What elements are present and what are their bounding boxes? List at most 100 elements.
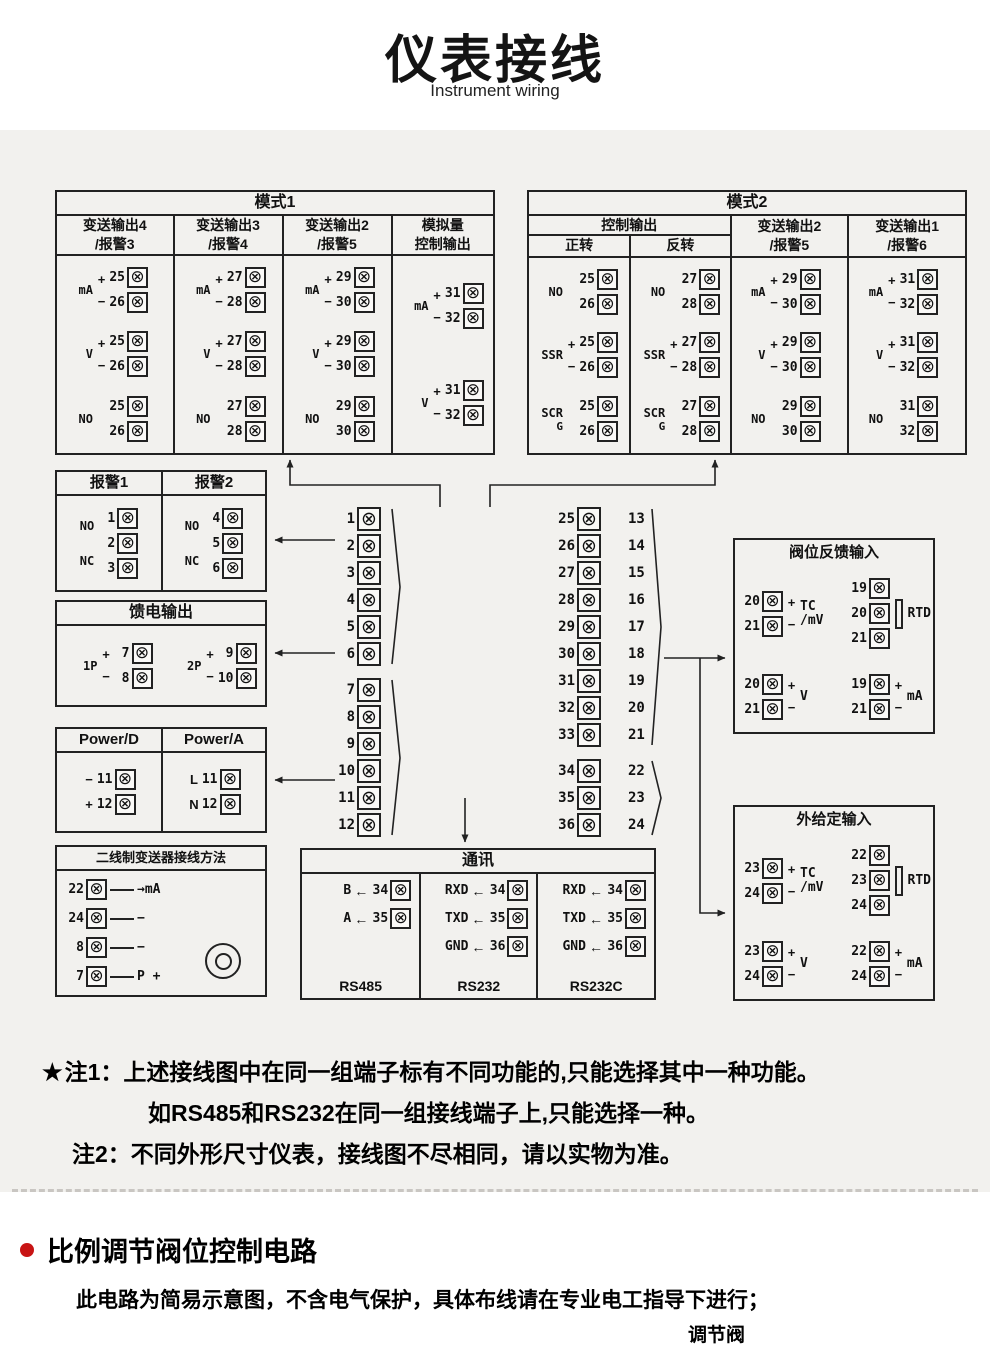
terminal-number: 29	[781, 335, 798, 351]
two-wire-title: 二线制变送器接线方法	[57, 847, 265, 871]
terminal-type-label: NO	[305, 411, 320, 426]
power-column-1: Power/D−+11⊗12⊗	[57, 729, 161, 831]
polarity-signs: +−	[431, 284, 444, 328]
terminal: 32⊗20	[557, 696, 646, 720]
terminal: 4⊗	[203, 507, 244, 529]
alarm-header: 报警2	[163, 472, 265, 496]
terminal: 27⊗15	[557, 561, 646, 585]
terminal: 25⊗	[108, 331, 148, 353]
polarity-signs: +−	[893, 675, 904, 719]
terminal: 20⊗	[850, 603, 890, 625]
polarity-sign	[213, 419, 226, 441]
wire-label: P +	[137, 969, 161, 984]
polarity-signs	[667, 397, 680, 441]
terminal: 25⊗13	[557, 507, 646, 531]
terminal-number: 24	[851, 968, 867, 984]
terminal-screw-icon: ⊗	[577, 561, 601, 585]
column-body: mA+−31⊗32⊗V+−31⊗32⊗	[393, 256, 493, 453]
terminal-type-label: NO	[78, 411, 93, 426]
terminal-type-label: V	[421, 395, 429, 410]
terminal: 24⊗	[67, 908, 107, 929]
polarity-sign: −	[206, 669, 214, 684]
signal-group-rtd: 19⊗20⊗21⊗RTD	[842, 566, 933, 662]
terminal-screw-icon: ⊗	[577, 534, 601, 558]
terminal-row: mA+−31⊗32⊗	[851, 268, 963, 315]
terminal-number: 28	[226, 295, 243, 311]
rtd-resistor-icon	[894, 865, 903, 896]
terminal-screw-icon: ⊗	[462, 308, 484, 330]
terminal: 29⊗	[781, 268, 821, 290]
bottom-section: 比例调节阀位控制电路 此电路为简易示意图，不含电气保护，具体布线请在专业电工指导…	[0, 1192, 990, 1363]
terminal: 26⊗	[578, 421, 618, 443]
terminal-number: 36	[558, 817, 575, 833]
terminal: 8⊗	[337, 705, 381, 729]
polarity-sign	[667, 270, 680, 292]
terminal-row: V+−25⊗26⊗	[61, 331, 169, 378]
terminal: 10⊗	[337, 759, 381, 783]
terminal-number: 29	[335, 334, 352, 350]
left-group1-brace	[391, 508, 401, 665]
terminal-screw-icon: ⊗	[462, 404, 484, 426]
terminal: 29⊗	[781, 396, 821, 418]
terminal-row: mA+−27⊗28⊗	[179, 267, 278, 314]
terminal-stack: 29⊗30⊗	[335, 267, 375, 314]
terminal: 8⊗	[113, 667, 153, 689]
terminal-screw-icon: ⊗	[507, 936, 529, 957]
contact-label: NO	[79, 518, 95, 533]
terminal: 24⊗	[743, 882, 783, 904]
terminal-screw-icon: ⊗	[762, 673, 783, 695]
terminal: 11⊗	[337, 786, 381, 810]
power-header: Power/D	[57, 729, 161, 753]
two-wire-row: 7⊗ P +	[67, 962, 265, 991]
note-1-continued: 如RS485和RS232在同一组接线端子上,只能选择一种。	[148, 1100, 710, 1126]
terminal-type-label: V	[876, 348, 884, 363]
terminal: 29⊗	[781, 332, 821, 354]
polarity-signs: +−	[204, 644, 217, 688]
terminal-stack: 19⊗20⊗21⊗	[850, 578, 890, 650]
terminal-number-alt: 17	[628, 619, 645, 635]
terminal-screw-icon: ⊗	[244, 267, 266, 289]
gate-label: G	[556, 419, 563, 433]
polarity-sign: L	[190, 772, 198, 787]
terminal-number: 24	[744, 968, 760, 984]
polarity-signs	[322, 397, 335, 441]
terminal-number: 34	[489, 883, 506, 898]
polarity-sign: +	[324, 271, 332, 287]
terminal: 30⊗	[335, 420, 375, 442]
terminal: 19⊗	[850, 578, 890, 600]
terminal-screw-icon: ⊗	[868, 940, 890, 962]
polarity-signs: +−	[322, 268, 335, 312]
valve-label: 调节阀	[688, 1325, 746, 1346]
terminal-number: 32	[899, 296, 916, 312]
terminal-number: 7	[121, 645, 130, 661]
terminal: 9⊗	[337, 732, 381, 756]
terminal-stack: 27⊗28⊗	[226, 395, 266, 442]
terminal-stack: 27⊗28⊗	[226, 267, 266, 314]
polarity-sign	[213, 397, 226, 419]
terminal-screw-icon: ⊗	[868, 870, 890, 892]
power-header: Power/A	[163, 729, 265, 753]
terminal-number: 9	[346, 736, 355, 752]
terminal-number: 26	[109, 359, 125, 375]
terminal-number: 6	[346, 646, 355, 662]
terminal-stack: 22⊗24⊗	[850, 940, 890, 987]
terminal-screw-icon: ⊗	[624, 908, 646, 929]
terminal-row: V+−27⊗28⊗	[179, 331, 278, 378]
terminal-screw-icon: ⊗	[357, 678, 381, 702]
terminal-number: 30	[781, 296, 798, 312]
valve-feedback-title: 阀位反馈输入	[788, 544, 879, 561]
terminal: 27⊗	[680, 396, 721, 418]
terminal: 7⊗	[67, 966, 107, 987]
polarity-sign	[322, 397, 335, 419]
terminal-type-label: NO	[650, 284, 666, 299]
polarity-sign: +	[787, 862, 796, 878]
terminal-screw-icon: ⊗	[390, 880, 412, 901]
terminal-screw-icon: ⊗	[353, 420, 375, 442]
column-header: 变送输出2 /报警5	[283, 216, 391, 256]
terminal-number: 28	[558, 592, 575, 608]
terminal-stack: 25⊗26⊗	[578, 268, 618, 315]
